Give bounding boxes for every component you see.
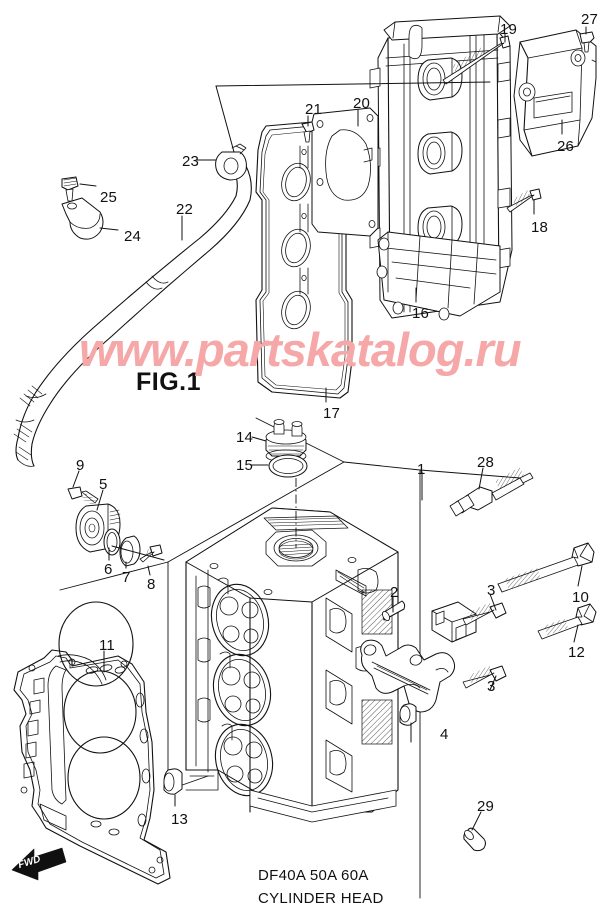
figure-label: FIG.1 [136, 368, 202, 396]
gasket-port-rings [281, 145, 311, 330]
dowel-pin-4 [399, 703, 417, 726]
part-callout-o-ring: 6 [104, 561, 113, 578]
bolt-12 [537, 603, 597, 640]
cylinder-head-main-body [185, 507, 399, 823]
part-callout-bolt: 3 [487, 582, 496, 599]
part-callout-bolt: 9 [76, 457, 85, 474]
fwd-arrow-icon [11, 847, 67, 881]
part-callout-o-ring-filler: 15 [236, 457, 254, 474]
screw-21 [301, 121, 315, 143]
part-callout-breather-hose: 22 [176, 201, 194, 218]
part-callout-cylinder-head-gasket: 11 [99, 637, 115, 654]
spark-plug-28 [449, 467, 534, 517]
plate-20 [311, 107, 379, 237]
part-callout-bolt: 18 [531, 219, 549, 236]
bolt-18 [506, 188, 542, 213]
hose-clamp-23 [215, 143, 247, 181]
screw-25 [61, 176, 79, 202]
cover-lower-tray [376, 231, 501, 321]
bolt-3-upper [462, 602, 507, 626]
part-callout-screw: 8 [147, 576, 156, 593]
leader-lines [72, 26, 587, 831]
screw-27 [579, 31, 595, 53]
part-callout-seal: 7 [122, 569, 131, 586]
part-callout-hose-clamp: 23 [182, 153, 200, 170]
part-callout-cylinder-head-cover: 16 [412, 305, 430, 322]
dowel-pin-29 [463, 827, 486, 852]
part-callout-dowel-pin: 2 [390, 584, 399, 601]
caption-model: DF40A 50A 60A [258, 867, 369, 884]
exhaust-port-bosses [325, 597, 353, 793]
o-ring-15 [268, 454, 308, 478]
part-callout-cylinder-head-assembly: 1 [417, 461, 426, 478]
cylinder-head-cover-assembly [369, 15, 513, 321]
bolt-3-lower [462, 665, 507, 689]
intake-port-boss-2 [417, 131, 463, 175]
oil-filler-neck [265, 529, 327, 567]
part-callout-bolt-long: 19 [500, 21, 518, 38]
part-callout-cylinder-head-bolt-long: 10 [572, 589, 590, 606]
dowel-pin-13 [163, 768, 183, 795]
part-callout-head-cover-gasket: 17 [323, 405, 341, 422]
o-ring-6 [103, 528, 121, 556]
intake-port-boss-1 [417, 57, 463, 101]
bolt-9 [67, 486, 99, 506]
cylinder-head-gasket-11 [13, 601, 171, 885]
side-cover-26 [513, 29, 597, 157]
part-callout-screw: 25 [100, 189, 118, 206]
part-callout-dowel-pin-small: 4 [440, 726, 449, 743]
part-callout-plate: 20 [353, 95, 371, 112]
part-callout-dowel-pin: 29 [477, 798, 495, 815]
part-callout-side-cover: 26 [557, 138, 575, 155]
part-callout-screw: 27 [581, 11, 599, 28]
hose-clamp-bracket-24 [61, 197, 104, 240]
oil-filler-cap-14 [265, 419, 307, 463]
screw-8 [139, 544, 163, 563]
part-callout-thermostat-housing: 5 [99, 476, 108, 493]
part-callout-bolt-short: 12 [568, 644, 586, 661]
rocker-arm-shaft-assembly [360, 639, 456, 713]
part-callout-oil-filler-cap: 14 [236, 429, 254, 446]
breather-hose-22 [13, 165, 252, 467]
cylinder-head-bolt-10 [497, 542, 595, 593]
dowel-pin-2 [382, 600, 406, 622]
part-callout-dowel-pin: 13 [171, 811, 189, 828]
part-callout-bolt: 3 [487, 678, 496, 695]
bolt-19 [442, 35, 511, 85]
part-callout-spark-plug: 28 [477, 454, 495, 471]
cam-holder-block [431, 601, 477, 643]
part-callout-screw: 21 [305, 101, 323, 118]
combustion-chamber-recesses [210, 583, 274, 797]
caption-title: CYLINDER HEAD [258, 890, 384, 907]
part-callout-hose-clamp-bracket: 24 [124, 228, 142, 245]
